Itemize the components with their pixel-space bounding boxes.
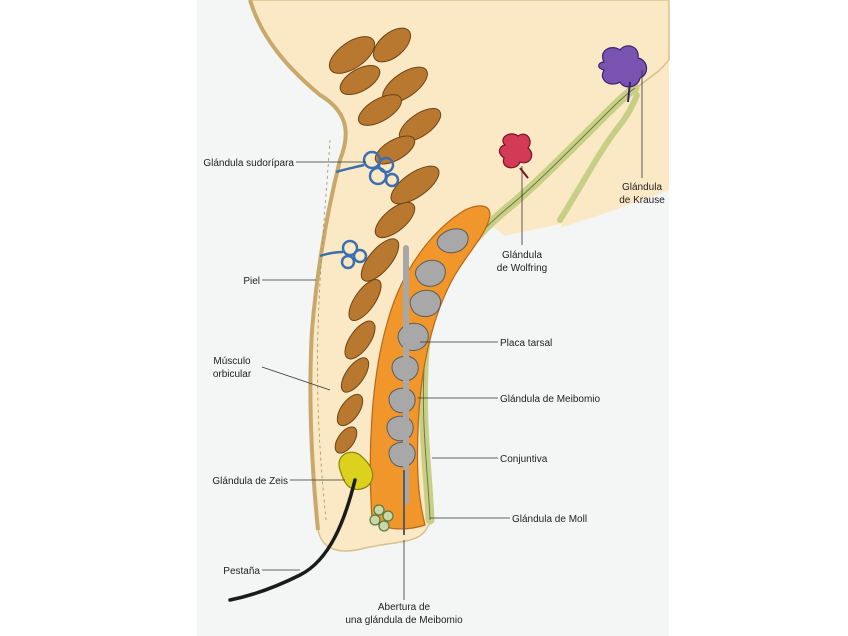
label-conjuntiva: Conjuntiva xyxy=(500,454,548,465)
krause-duct xyxy=(627,81,631,103)
label-krause-line2: de Krause xyxy=(619,195,665,206)
skin-epidermis xyxy=(248,0,348,531)
wolfring-duct xyxy=(519,167,529,179)
label-moll: Glándula de Moll xyxy=(512,514,587,525)
leader-musculo xyxy=(261,366,331,391)
label-wolfring-line2: de Wolfring xyxy=(497,263,547,274)
eyelash xyxy=(228,478,357,602)
wolfring-gland xyxy=(498,133,533,169)
sweat-gland-lower xyxy=(319,239,368,270)
label-placa: Placa tarsal xyxy=(500,338,552,349)
moll-gland xyxy=(369,504,394,532)
label-meibomio: Glándula de Meibomio xyxy=(500,394,600,405)
label-piel: Piel xyxy=(243,276,260,287)
orbicularis-muscle xyxy=(328,27,442,454)
label-abertura-line2: una glándula de Meibomio xyxy=(345,615,463,626)
label-pestana: Pestaña xyxy=(223,566,260,577)
dermis-line xyxy=(317,139,331,521)
krause-gland xyxy=(598,45,648,88)
sweat-gland-upper xyxy=(335,150,400,188)
zeis-gland xyxy=(338,451,374,490)
label-abertura-line1: Abertura de xyxy=(378,602,431,613)
label-krause-line1: Glándula xyxy=(622,182,662,193)
label-wolfring-line1: Glándula xyxy=(502,250,542,261)
label-musculo-line1: Músculo xyxy=(213,356,251,367)
fornix-conjunctiva xyxy=(557,92,640,223)
label-musculo-line2: orbicular xyxy=(213,369,252,380)
meibomian-gland xyxy=(386,228,469,535)
label-sudoripara: Glándula sudorípara xyxy=(203,158,294,169)
label-zeis: Glándula de Zeis xyxy=(212,476,288,487)
